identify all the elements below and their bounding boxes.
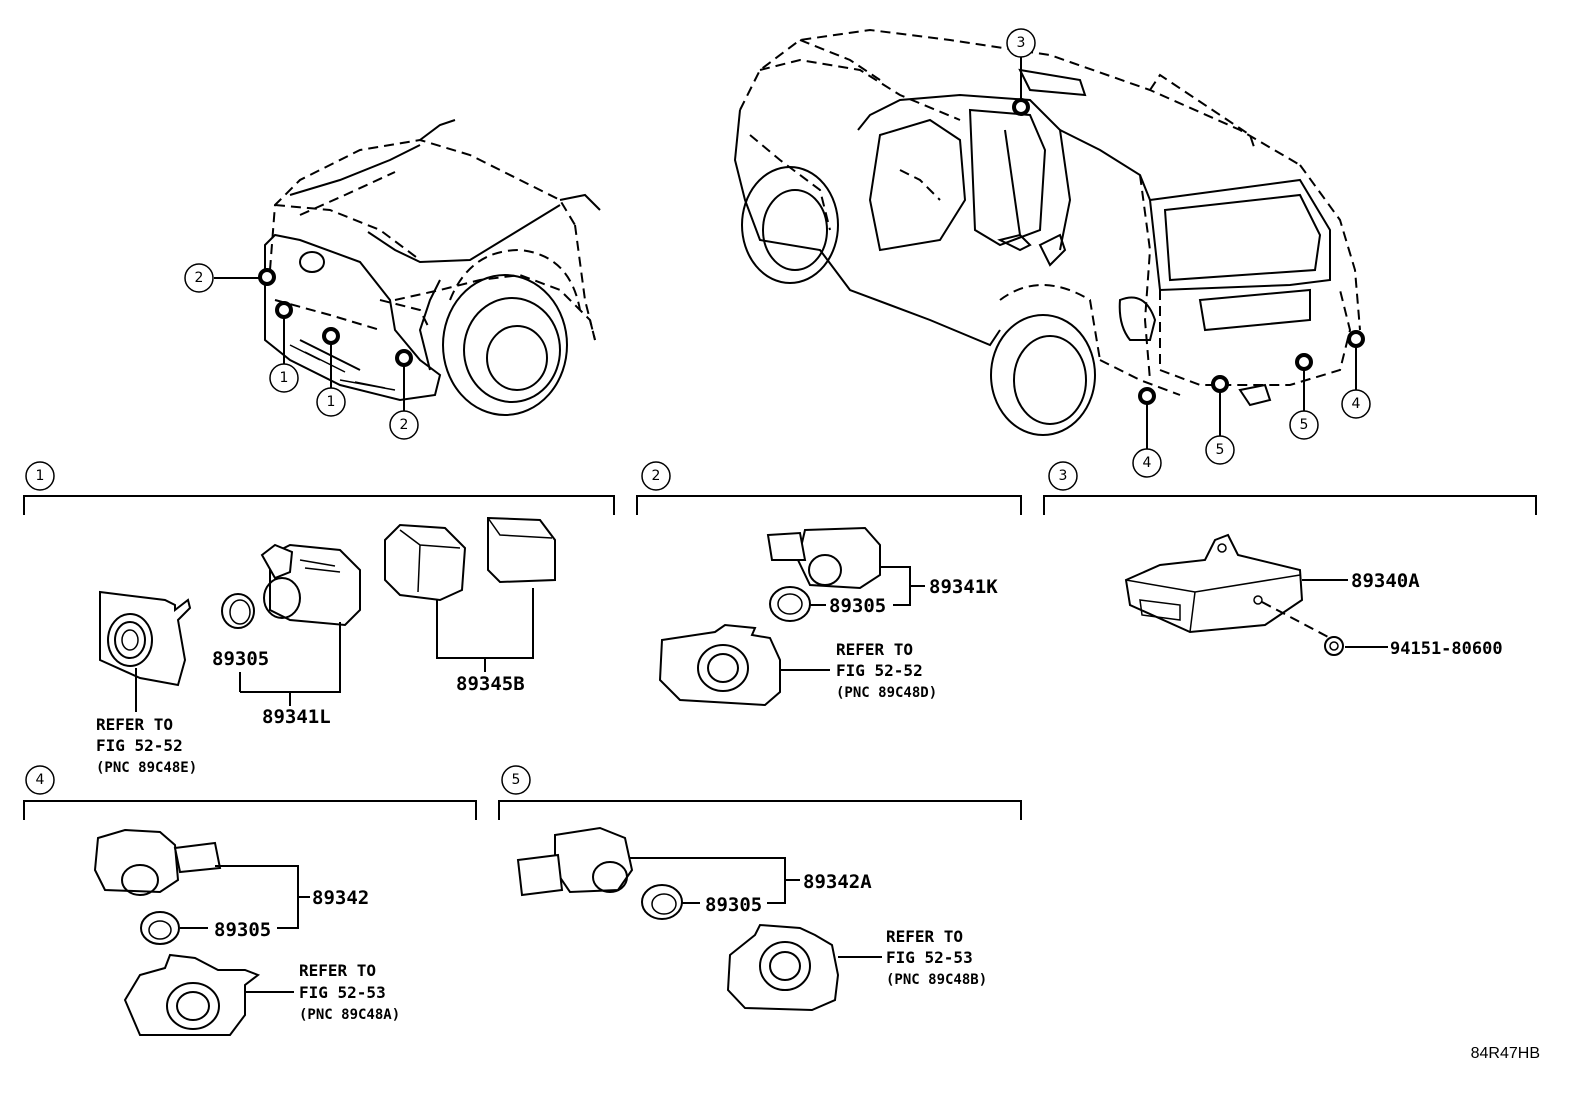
svg-text:4: 4	[1352, 396, 1361, 412]
svg-text:5: 5	[1300, 417, 1309, 433]
bezel-illustration-g1	[99, 590, 192, 687]
svg-text:2: 2	[195, 270, 204, 286]
part-number-89341L: 89341L	[262, 706, 331, 728]
diagram-code: 84R47HB	[1471, 1045, 1540, 1062]
callout-1-front-a: 1	[269, 363, 299, 393]
part-number-89340A: 89340A	[1351, 570, 1420, 592]
cover-illustration-g1	[384, 516, 556, 602]
callout-3-roof: 3	[1006, 28, 1036, 58]
sensor-illustration-g1	[260, 543, 361, 627]
sensor-illustration-g2	[766, 526, 881, 590]
group-3-number: 3	[1059, 468, 1068, 484]
refer-fig-text-g1: FIG 52-52	[96, 736, 183, 755]
callout-2-front-right: 2	[389, 410, 419, 440]
group-5-bracket	[498, 800, 1022, 820]
callout-5-rear-b: 5	[1289, 410, 1319, 440]
callout-4-rear-left: 4	[1132, 448, 1162, 478]
group-4-rear-corner-sensor: 4 89342 89305 REFER TO FIG 52-53 (PNC 89…	[23, 765, 477, 1036]
part-number-89341K: 89341K	[929, 576, 998, 598]
refer-to-text-g4: REFER TO	[299, 961, 376, 980]
part-number-89342A: 89342A	[803, 871, 872, 893]
group-2-bracket	[636, 495, 1022, 515]
refer-fig-text-g2: FIG 52-52	[836, 661, 923, 680]
refer-pnc-text-g1: (PNC 89C48E)	[96, 760, 197, 776]
part-number-89305-g2: 89305	[829, 595, 886, 617]
rear-vehicle-illustration	[733, 28, 1365, 450]
vehicle-callouts: 2 1 1 2 3 4 5 5 4	[184, 28, 1371, 478]
group-4-number: 4	[36, 772, 45, 788]
group-3-bracket	[1043, 495, 1537, 515]
group-1-bracket	[23, 495, 615, 515]
group-4-bracket	[23, 800, 477, 820]
callout-1-front-b: 1	[316, 387, 346, 417]
part-number-89305-g4: 89305	[214, 919, 271, 941]
sensor-illustration-g5	[516, 826, 634, 897]
group-5-number: 5	[512, 772, 521, 788]
grommet-illustration-g2	[769, 586, 811, 622]
refer-pnc-text-g2: (PNC 89C48D)	[836, 685, 937, 701]
refer-fig-text-g5: FIG 52-53	[886, 948, 973, 967]
svg-text:3: 3	[1017, 35, 1026, 51]
svg-text:4: 4	[1143, 455, 1152, 471]
grommet-illustration-g4	[140, 911, 180, 945]
callout-4-rear-right: 4	[1341, 389, 1371, 419]
group-2-number: 2	[652, 468, 661, 484]
screw-illustration-g3	[1324, 636, 1344, 656]
group-3-control-module: 3 89340A 94151-80600	[1043, 461, 1537, 659]
bezel-illustration-g4	[123, 953, 261, 1036]
callout-5-rear-a: 5	[1205, 435, 1235, 465]
refer-fig-text-g4: FIG 52-53	[299, 983, 386, 1002]
part-number-89342: 89342	[312, 887, 369, 909]
refer-to-text-g1: REFER TO	[96, 715, 173, 734]
svg-text:1: 1	[280, 370, 289, 386]
sensor-illustration-g4	[93, 828, 222, 896]
ecu-illustration-g3	[1124, 533, 1304, 634]
group-2-front-corner-sensor: 2 89341K 89305 REFER TO FIG 52-52 (PNC 8…	[636, 461, 1022, 707]
group-5-rear-center-sensor: 5 89342A 89305 REFER TO FIG 52-53 (PNC 8…	[498, 765, 1022, 1012]
refer-pnc-text-g5: (PNC 89C48B)	[886, 972, 987, 988]
bezel-illustration-g2	[658, 623, 781, 707]
part-number-89345B: 89345B	[456, 673, 525, 695]
refer-pnc-text-g4: (PNC 89C48A)	[299, 1007, 400, 1023]
part-number-94151-80600: 94151-80600	[1390, 639, 1503, 659]
group-1-front-center-sensor: 1	[23, 461, 615, 776]
refer-to-text-g2: REFER TO	[836, 640, 913, 659]
part-number-89305-g1: 89305	[212, 648, 269, 670]
grommet-illustration-g1	[221, 593, 255, 629]
grommet-illustration-g5	[641, 884, 683, 920]
part-number-89305-g5: 89305	[705, 894, 762, 916]
callout-2-front-left: 2	[184, 263, 214, 293]
group-1-number: 1	[36, 468, 45, 484]
svg-text:2: 2	[400, 417, 409, 433]
front-vehicle-illustration	[214, 119, 601, 416]
svg-text:5: 5	[1216, 442, 1225, 458]
svg-text:1: 1	[327, 394, 336, 410]
refer-to-text-g5: REFER TO	[886, 927, 963, 946]
bezel-illustration-g5	[726, 923, 840, 1012]
